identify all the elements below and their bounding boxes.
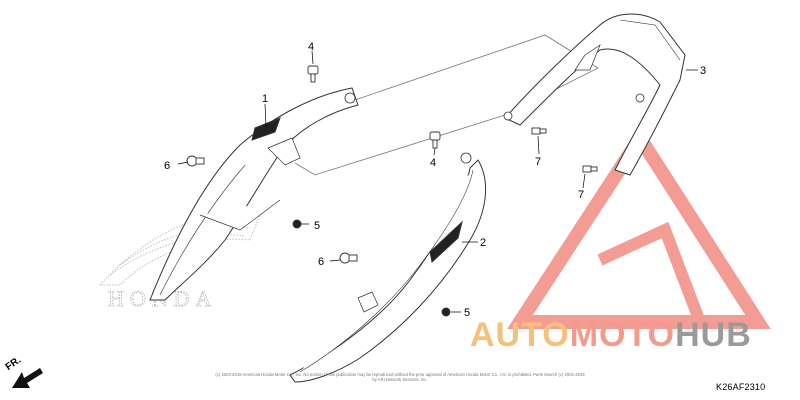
callout-4-upper: 4 xyxy=(308,41,314,53)
bolt-7-lower xyxy=(582,165,598,173)
bolt-4-lower xyxy=(429,131,441,149)
callout-5-upper: 5 xyxy=(314,220,320,232)
callout-2: 2 xyxy=(480,237,486,249)
screw-6-lower xyxy=(339,252,358,264)
watermark-moto: MOTO xyxy=(569,316,676,354)
bolt-7-upper xyxy=(531,127,547,135)
clip-5-lower xyxy=(441,307,451,317)
callout-1: 1 xyxy=(262,93,268,105)
part-3-grab-rail xyxy=(503,13,686,176)
watermark-triangle xyxy=(507,125,771,329)
part-2-lower-cover xyxy=(289,152,487,383)
fasteners xyxy=(186,65,598,317)
watermark-hub: HUB xyxy=(675,316,752,354)
callout-5-lower: 5 xyxy=(464,307,470,319)
watermark-auto: AUTO xyxy=(470,316,570,354)
clip-5-upper xyxy=(292,219,302,229)
diagram-code: K26AF2310 xyxy=(716,382,766,392)
callout-4-lower: 4 xyxy=(430,157,436,169)
callout-6-lower: 6 xyxy=(318,256,324,268)
part-1-left-cover xyxy=(149,87,359,301)
callout-7-upper: 7 xyxy=(535,156,541,168)
bolt-4-upper xyxy=(307,65,319,83)
callout-6-upper: 6 xyxy=(164,160,170,172)
leader-lines xyxy=(177,50,698,313)
callout-3: 3 xyxy=(700,65,706,77)
callout-7-lower: 7 xyxy=(578,189,584,201)
screw-6-upper xyxy=(186,155,205,167)
watermark-text: AUTOMOTOHUB xyxy=(470,318,752,352)
front-direction-arrow xyxy=(12,368,43,388)
copyright-notice: (c) 2003-2019 American Honda Motor Co., … xyxy=(215,372,585,382)
